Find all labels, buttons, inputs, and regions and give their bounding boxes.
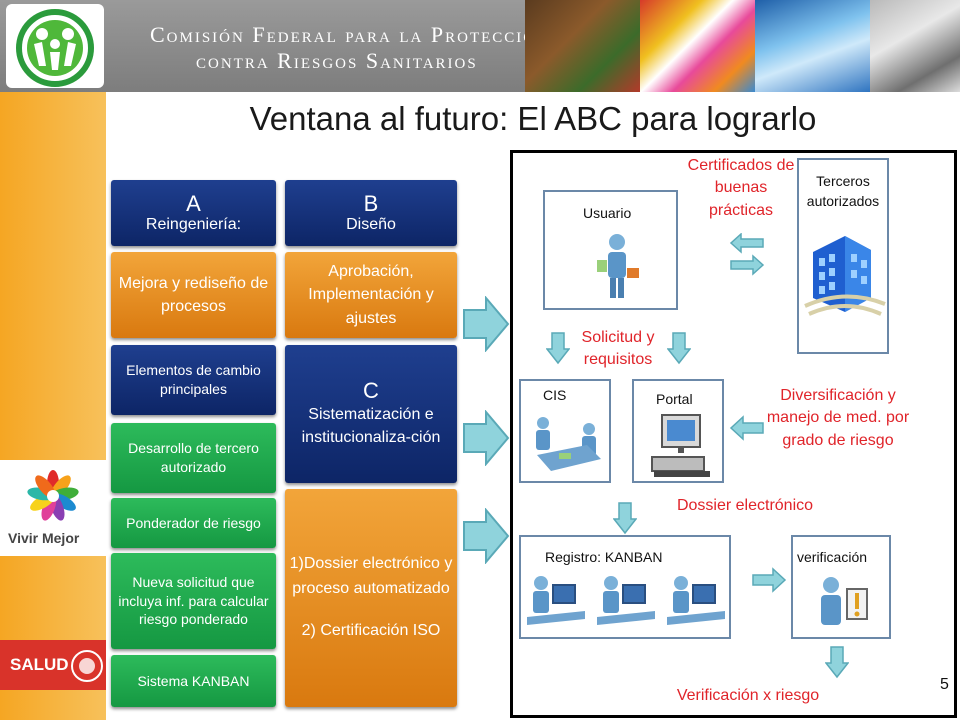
photo-laboratory [870,0,960,92]
column-c-name: Sistematización e institucionaliza-ción [301,405,441,447]
certificados-text: Certificados de buenas prácticas [687,157,795,219]
inspector-icon [821,577,868,625]
campaign-label: Vivir Mejor [8,530,80,546]
org-name-line2: contra Riesgos Sanitarios [196,48,478,73]
registro-box: Registro: KANBAN [519,535,731,639]
sidebar-campaign-panel [0,460,106,556]
dossier-text: Dossier electrónico [676,497,814,514]
person-icon [597,234,639,298]
column-c-letter: C [363,377,379,403]
block-ponderador: Ponderador de riesgo [111,498,276,548]
photo-pills [640,0,755,92]
terceros-label: Terceros autorizados [806,173,880,209]
block-arrow-icon [463,410,510,466]
column-c-header: C Sistematización e institucionaliza-ció… [285,345,457,483]
block-desarrollo: Desarrollo de tercero autorizado [111,423,276,493]
column-b-header: B Diseño [285,180,457,246]
block-arrow-icon [463,508,510,564]
building-icon [804,236,886,316]
cis-label: CIS [543,387,567,403]
column-a-header: A Reingeniería: [111,180,276,246]
terceros-box: Terceros autorizados [797,158,889,354]
vivir-mejor-flower-icon [27,470,79,521]
column-b-name: Diseño [346,216,396,234]
page-title: Ventana al futuro: El ABC para lograrlo [249,100,817,137]
photo-food [525,0,640,92]
down-arrow-icon [667,332,691,365]
column-b-letter: B [363,190,379,216]
worker-icon [597,576,655,625]
block-aprobacion: Aprobación, Implementación y ajustes [285,252,457,338]
dossier-item: 1)Dossier electrónico y proceso automati… [289,554,453,597]
block-sistema-kanban: Sistema KANBAN [111,655,276,707]
header-banner: Comisión Federal para la Protección cont… [0,0,960,92]
diversificacion-text: Diversificación y manejo de med. por gra… [766,387,910,449]
usuario-label: Usuario [583,205,632,221]
block-arrow-icon [463,296,510,352]
logo-family-icon [16,9,94,87]
meeting-icon [536,417,601,471]
down-arrow-icon [546,332,570,365]
exchange-arrows-icon [729,233,765,276]
down-arrow-icon [613,502,637,535]
block-nueva-solicitud: Nueva solicitud que incluya inf. para ca… [111,553,276,649]
verificacion-box: verificación [791,535,891,639]
verificacion-label: verificación [797,549,868,565]
down-arrow-icon [825,646,849,679]
block-dossier-iso: 1)Dossier electrónico y proceso automati… [285,489,457,707]
photo-water-bottles [755,0,870,92]
salud-label: SALUD [10,655,69,674]
org-name-line1: Comisión Federal para la Protección [150,22,549,47]
solicitud-text: Solicitud y requisitos [581,329,655,369]
block-elementos: Elementos de cambio principales [111,345,276,415]
cofepris-logo [6,4,104,88]
page-number: 5 [940,676,949,693]
worker-icon [667,576,725,625]
cis-box: CIS [519,379,611,483]
column-a-letter: A [186,190,201,216]
portal-box: Portal [632,379,724,483]
computer-icon [651,414,710,477]
worker-icon [527,576,585,625]
portal-label: Portal [656,391,693,407]
right-arrow-icon [752,567,787,593]
process-diagram: Usuario Certificados de buenas prácticas… [510,150,957,718]
left-arrow-icon [729,415,764,441]
usuario-box: Usuario [543,190,678,310]
mexico-seal-icon [71,650,103,682]
left-sidebar [0,92,106,720]
certificacion-item: 2) Certificación ISO [301,622,441,640]
block-mejora: Mejora y rediseño de procesos [111,252,276,338]
verificacion-riesgo-text: Verificación x riesgo [676,687,820,704]
column-a-name: Reingeniería: [145,216,242,234]
registro-label: Registro: KANBAN [545,549,663,565]
